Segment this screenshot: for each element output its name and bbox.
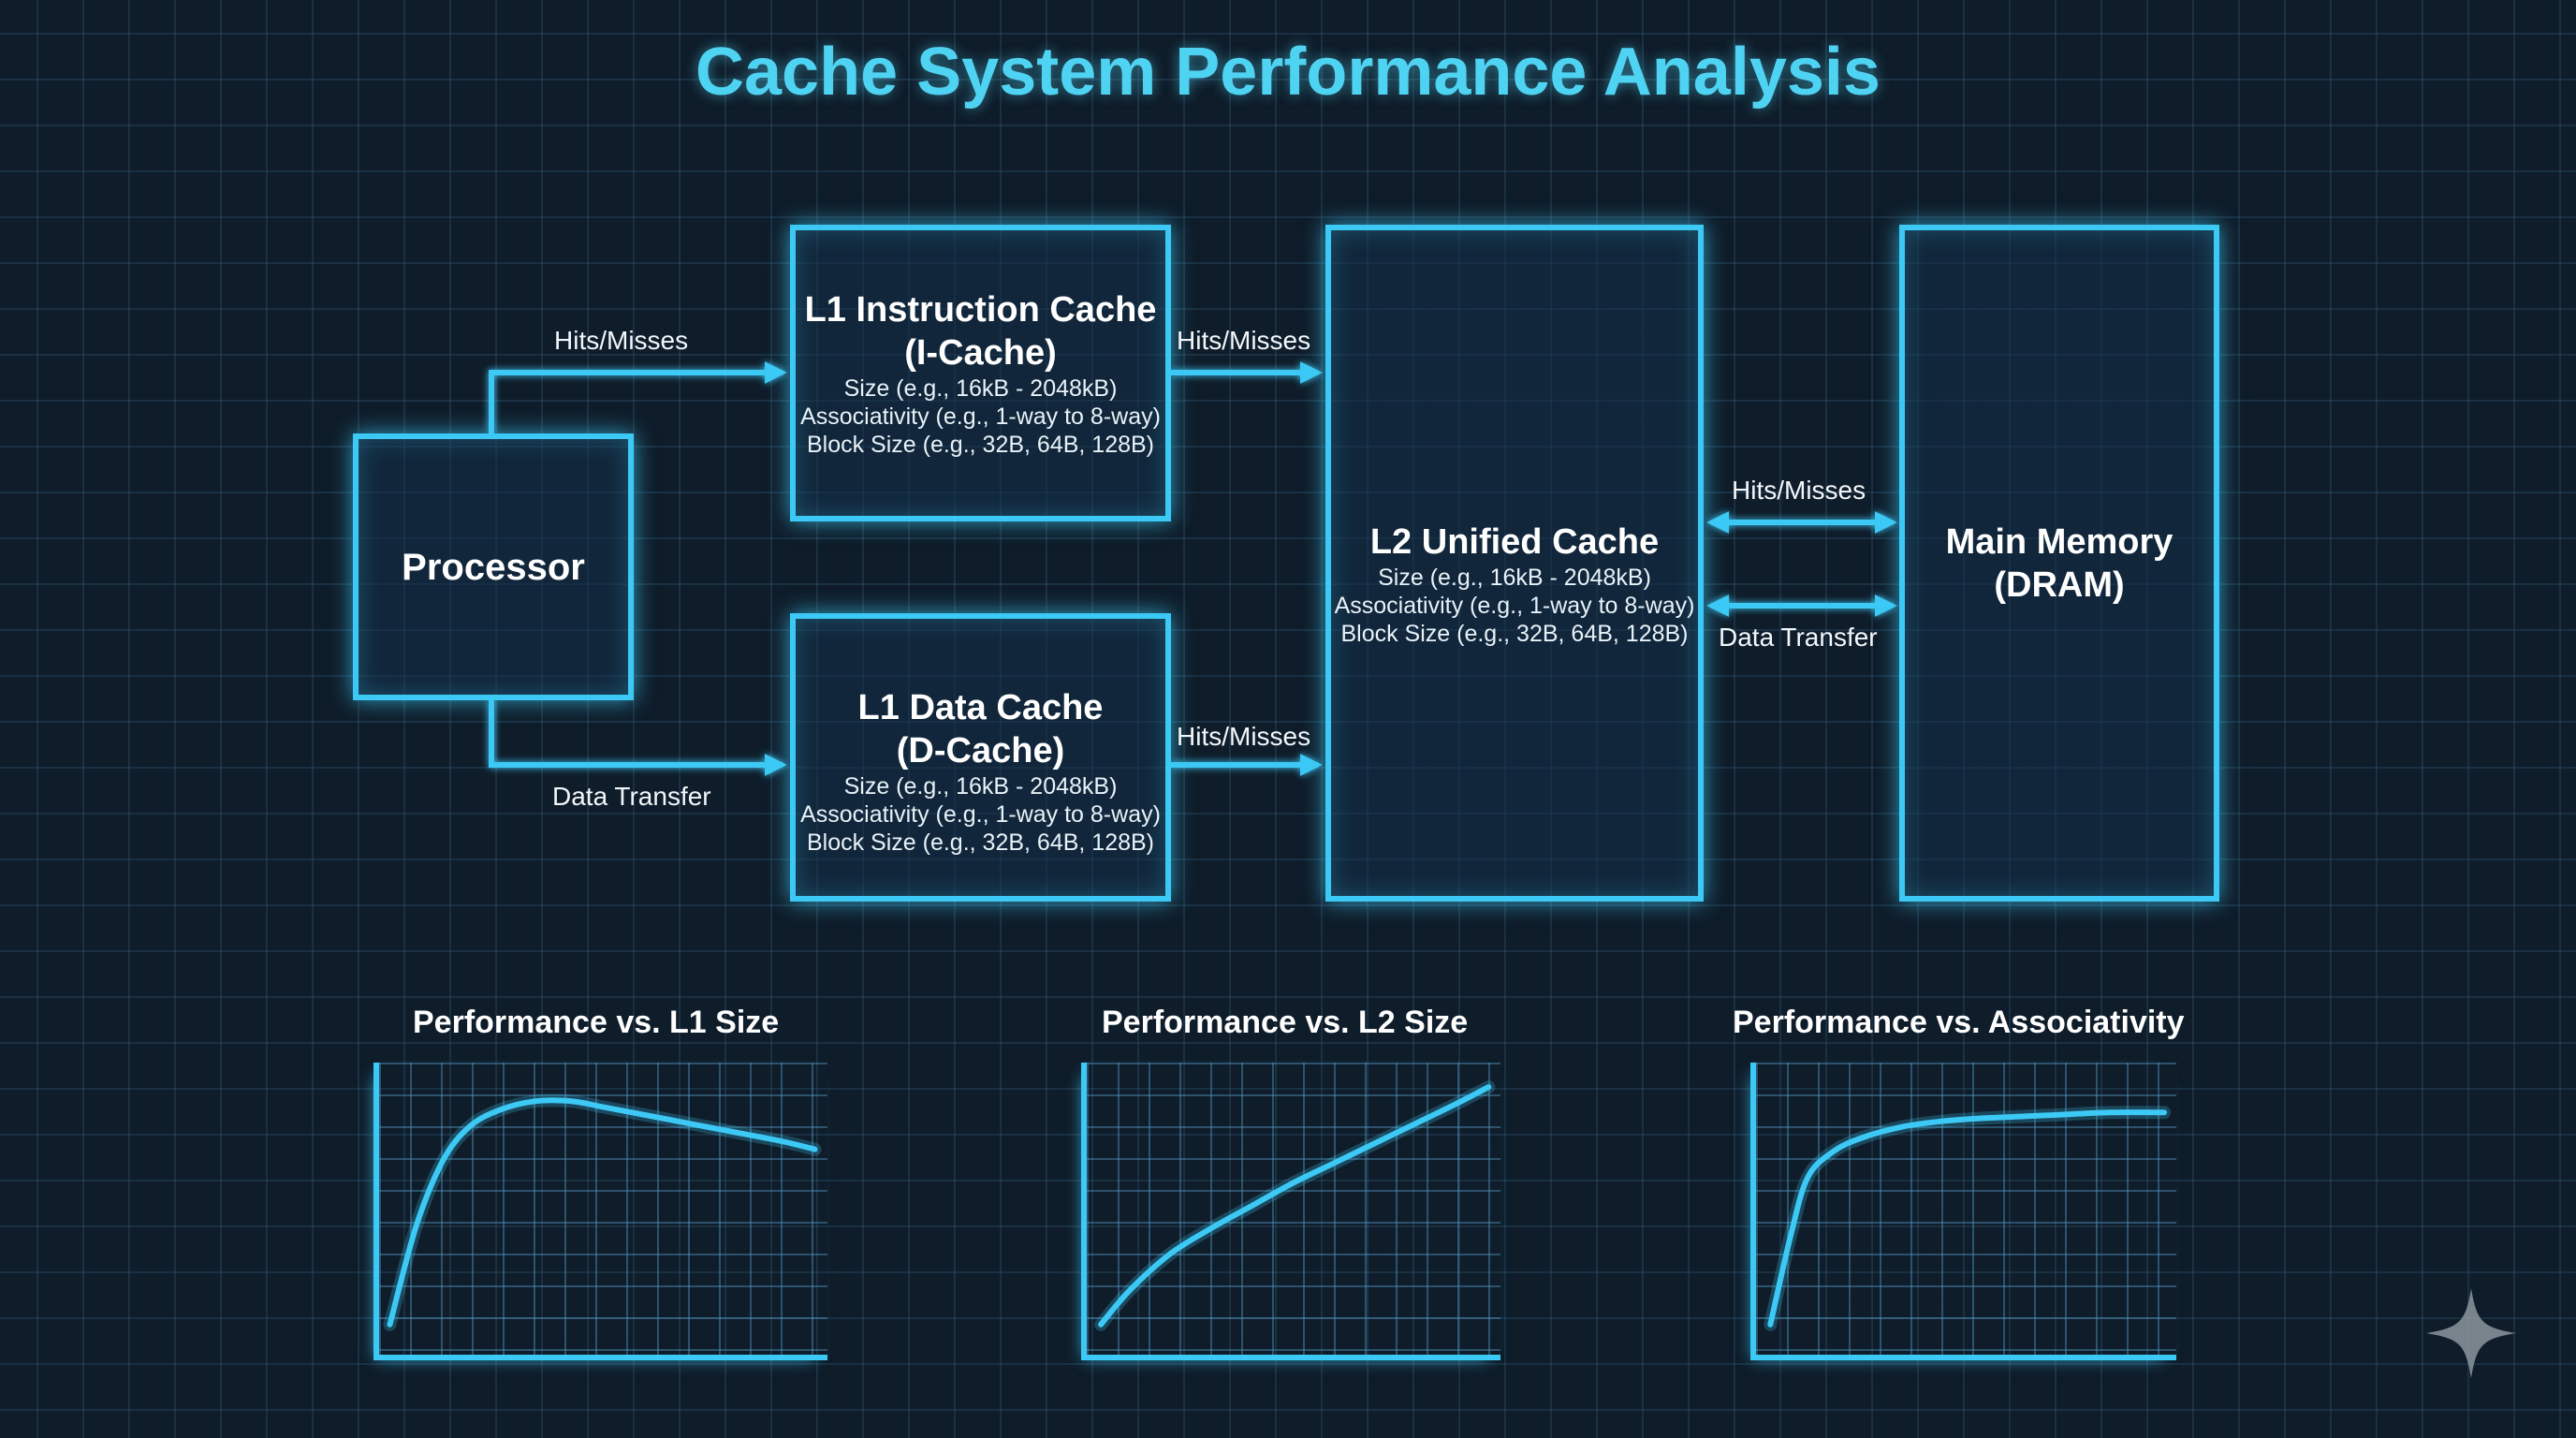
label-processor-to-l1d: Data Transfer	[552, 782, 711, 811]
l1-instruction-cache-box: L1 Instruction Cache (I-Cache) Size (e.g…	[790, 225, 1171, 521]
label-l1i-to-l2: Hits/Misses	[1177, 326, 1311, 355]
l1d-spec-block-size: Block Size (e.g., 32B, 64B, 128B)	[806, 829, 1155, 856]
dram-title-line1: Main Memory	[1945, 522, 2174, 562]
l2-title: L2 Unified Cache	[1369, 522, 1660, 562]
chart-grid	[1081, 1063, 1500, 1360]
dram-title-line2: (DRAM)	[1994, 565, 2125, 605]
l1d-spec-size: Size (e.g., 16kB - 2048kB)	[843, 773, 1118, 800]
series-line	[387, 1097, 818, 1328]
l1i-title-line1: L1 Instruction Cache	[804, 290, 1157, 330]
l1i-spec-associativity: Associativity (e.g., 1-way to 8-way)	[800, 404, 1161, 430]
label-l2-dram-top: Hits/Misses	[1732, 476, 1866, 505]
connector-processor-to-l1d	[489, 700, 787, 776]
l1-data-cache-box: L1 Data Cache (D-Cache) Size (e.g., 16kB…	[790, 613, 1171, 902]
label-processor-to-l1i: Hits/Misses	[554, 326, 689, 355]
series-line	[1098, 1084, 1492, 1328]
l1i-spec-block-size: Block Size (e.g., 32B, 64B, 128B)	[806, 432, 1155, 458]
l1d-spec-associativity: Associativity (e.g., 1-way to 8-way)	[800, 801, 1161, 828]
chart-title-associativity: Performance vs. Associativity	[1733, 1005, 2185, 1040]
chart-grid	[373, 1063, 827, 1360]
l2-spec-block-size: Block Size (e.g., 32B, 64B, 128B)	[1340, 621, 1689, 647]
label-l1d-to-l2: Hits/Misses	[1177, 722, 1311, 751]
l1i-spec-size: Size (e.g., 16kB - 2048kB)	[843, 375, 1118, 402]
main-memory-box: Main Memory (DRAM)	[1899, 225, 2219, 902]
l1d-title-line1: L1 Data Cache	[857, 688, 1104, 727]
series-line-glow	[1764, 1106, 2172, 1331]
connector-processor-to-l1i	[489, 361, 787, 433]
chart-l2-size	[1081, 1063, 1500, 1360]
chart-l1-size	[373, 1063, 827, 1360]
processor-box: Processor	[353, 433, 634, 700]
l2-spec-associativity: Associativity (e.g., 1-way to 8-way)	[1334, 593, 1695, 619]
l2-spec-size: Size (e.g., 16kB - 2048kB)	[1378, 565, 1651, 591]
l2-unified-cache-box: L2 Unified Cache Size (e.g., 16kB - 2048…	[1325, 225, 1704, 902]
l1d-title-line2: (D-Cache)	[896, 731, 1065, 770]
l1i-title-line2: (I-Cache)	[904, 333, 1057, 373]
processor-label: Processor	[402, 546, 585, 588]
series-line	[1767, 1109, 2168, 1328]
chart-title-l1-size: Performance vs. L1 Size	[413, 1005, 780, 1040]
label-l2-dram-bottom: Data Transfer	[1719, 623, 1878, 652]
series-line-glow	[1094, 1080, 1496, 1331]
page-title: Cache System Performance Analysis	[695, 35, 1881, 110]
sparkle-logo	[2426, 1288, 2516, 1378]
chart-title-l2-size: Performance vs. L2 Size	[1102, 1005, 1469, 1040]
chart-associativity	[1750, 1063, 2176, 1360]
